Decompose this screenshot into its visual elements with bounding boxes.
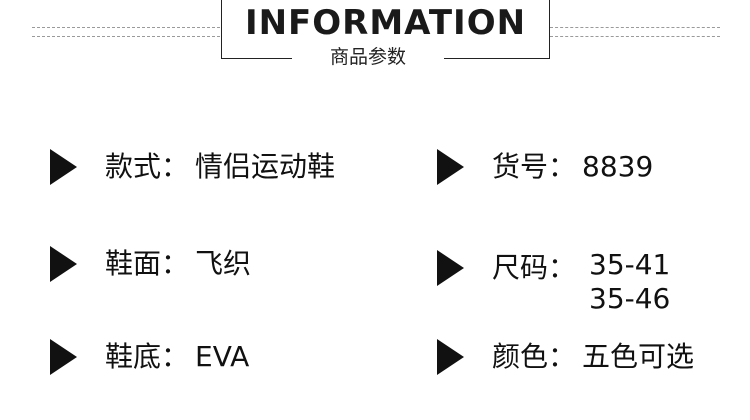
dashed-divider-right-top: [550, 27, 720, 28]
param-label: 鞋底：: [105, 340, 190, 373]
param-sole: 鞋底：EVA: [105, 337, 249, 377]
param-row-upper: 鞋面：飞织: [50, 244, 390, 294]
param-upper: 鞋面：飞织: [105, 244, 251, 284]
triangle-right-icon: [50, 246, 77, 282]
param-label: 货号：: [492, 150, 577, 183]
param-row-item-no: 货号：8839: [437, 147, 737, 197]
triangle-right-icon: [437, 339, 464, 375]
param-value: 五色可选: [582, 340, 695, 373]
dashed-divider-left-bottom: [32, 36, 220, 37]
triangle-right-icon: [437, 250, 464, 286]
section-subtitle: 商品参数: [329, 46, 406, 68]
info-header: INFORMATION 商品参数: [0, 0, 750, 80]
size-value-1: 35-41: [589, 248, 671, 281]
triangle-right-icon: [437, 149, 464, 185]
param-color: 颜色：五色可选: [492, 337, 694, 377]
param-value: 情侣运动鞋: [195, 150, 336, 183]
param-label: 颜色：: [492, 340, 577, 373]
size-value-2: 35-46: [589, 282, 671, 315]
param-value: EVA: [195, 340, 250, 373]
param-style: 款式：情侣运动鞋: [105, 147, 335, 187]
param-value: 飞织: [195, 247, 252, 280]
title-bracket-frame: [221, 0, 550, 59]
param-row-style: 款式：情侣运动鞋: [50, 147, 390, 197]
param-label: 鞋面：: [105, 247, 190, 280]
param-item-no: 货号：8839: [492, 147, 653, 187]
section-title: INFORMATION: [244, 3, 527, 43]
dashed-divider-right-bottom: [550, 36, 720, 37]
param-value: 8839: [582, 150, 654, 183]
param-label: 款式：: [105, 150, 190, 183]
param-row-color: 颜色：五色可选: [437, 337, 737, 387]
dashed-divider-left-top: [32, 27, 220, 28]
param-row-sole: 鞋底：EVA: [50, 337, 390, 387]
param-size-values: 35-41 35-46: [589, 248, 670, 316]
triangle-right-icon: [50, 149, 77, 185]
triangle-right-icon: [50, 339, 77, 375]
param-row-size: 尺码： 35-41 35-46: [437, 248, 737, 318]
bracket-gap: [292, 52, 444, 66]
param-size-label: 尺码：: [492, 251, 577, 284]
